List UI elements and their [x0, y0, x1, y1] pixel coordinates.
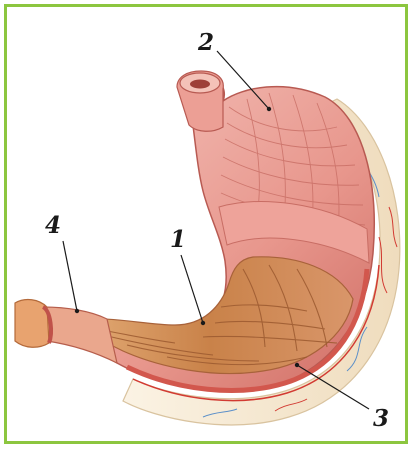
pointer-dot-2 [267, 107, 271, 111]
leader-line-1 [181, 255, 203, 323]
callout-label-1: 1 [170, 228, 186, 251]
pointer-dot-3 [295, 363, 299, 367]
leader-line-4 [63, 241, 77, 311]
esophagus-lumen [190, 80, 210, 89]
pointer-dot-1 [201, 321, 205, 325]
pointer-dot-4 [75, 309, 79, 313]
stomach-illustration [7, 7, 405, 441]
callout-label-3: 3 [373, 407, 389, 430]
pyloric-canal [43, 307, 117, 363]
figure-frame: 2 1 4 3 [4, 4, 408, 444]
callout-label-4: 4 [45, 214, 61, 237]
callout-label-2: 2 [198, 31, 214, 54]
